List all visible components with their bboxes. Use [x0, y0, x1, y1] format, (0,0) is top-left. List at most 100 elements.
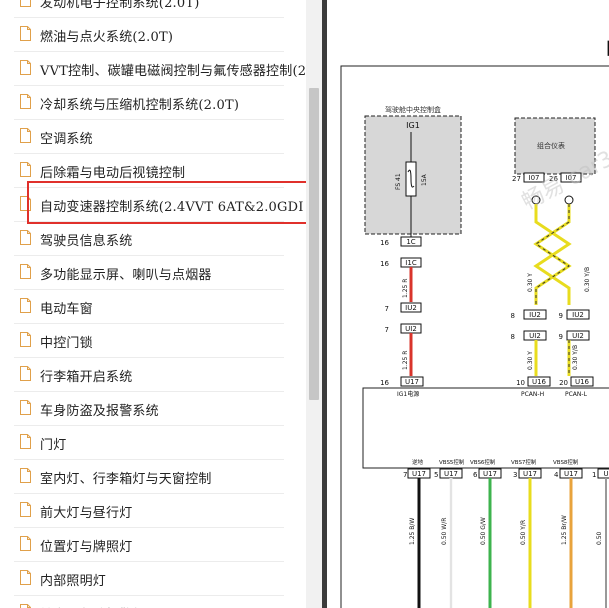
connector-label: U16 [532, 378, 547, 386]
outline-item-label: 驾驶员信息系统 [40, 234, 133, 249]
connector-label: I1C [405, 259, 417, 267]
outline-item-label: 燃油与点火系统(2.0T) [40, 30, 174, 45]
signal-label: 逆地 [412, 458, 424, 466]
connector-label: U17 [405, 378, 419, 386]
pin-number: 7 [403, 471, 407, 479]
connector-label: U17 [564, 470, 578, 478]
document-icon [20, 60, 31, 75]
outline-item[interactable]: 冷却系统与压缩机控制系统(2.0T) [0, 86, 300, 120]
fuse-box-header: IG1 [406, 121, 420, 130]
document-icon [20, 0, 31, 7]
outline-item[interactable]: VVT控制、碳罐电磁阀控制与氟传感器控制(2.0T) [0, 52, 306, 86]
wire-label: 0.50 [596, 531, 603, 545]
divider [14, 595, 284, 596]
connector-label: IU2 [405, 304, 417, 312]
connector-label: U17 [412, 470, 426, 478]
module-pin-label: IG1电源 [397, 390, 419, 398]
wire-label: 0.50 G/W [480, 517, 487, 545]
outline-item[interactable]: 转向与危险报警灯 [0, 596, 300, 608]
document-icon [20, 26, 31, 41]
connector-label: UI2 [572, 332, 584, 340]
divider [14, 255, 284, 256]
divider [14, 493, 284, 494]
outline-item[interactable]: 多功能显示屏、喇叭与点烟器 [0, 256, 300, 290]
outline-item[interactable]: 燃油与点火系统(2.0T) [0, 18, 300, 52]
selected-item-highlight [27, 181, 318, 224]
outline-item-label: VVT控制、碳罐电磁阀控制与氟传感器控制(2.0T) [40, 64, 306, 79]
outline-item-label: 内部照明灯 [40, 574, 107, 589]
fuse-box-title: 驾驶舱中央控制盒 [385, 105, 441, 114]
outline-item-label: 位置灯与牌照灯 [40, 540, 133, 555]
wire-label: 0.30 Y/B [584, 267, 591, 292]
panel-splitter[interactable] [322, 0, 327, 608]
outline-item-label: 后除霜与电动后视镜控制 [40, 166, 186, 181]
outline-item-label: 行李箱开启系统 [40, 370, 133, 385]
tcu-module-box [362, 387, 609, 469]
wire-label: 0.30 Y [527, 351, 534, 370]
wire-label: 0.50 Y/R [520, 520, 527, 545]
connector-label: U16 [575, 378, 590, 386]
divider [14, 323, 284, 324]
pin-number: 10 [516, 379, 525, 387]
outline-item-partial[interactable]: 发动机电子控制系统(2.0T) [0, 0, 300, 18]
fuse-rating: 15A [421, 173, 428, 186]
outline-item-label: 自动变速器控制系统(2.4VVT 6AT&2.0GDI 6AT) [40, 200, 306, 215]
document-icon [20, 570, 31, 585]
outline-item[interactable]: 门灯 [0, 426, 300, 460]
outline-item[interactable]: 行李箱开启系统 [0, 358, 300, 392]
divider [14, 527, 284, 528]
outline-item-label: 中控门锁 [40, 336, 93, 351]
pin-number: 16 [380, 379, 389, 387]
document-icon [20, 468, 31, 483]
document-icon [20, 230, 31, 245]
connector-label: UI2 [405, 325, 417, 333]
wire-label: 1.25 R [402, 279, 409, 298]
signal-label: VBS5控制 [439, 458, 465, 466]
divider [14, 561, 284, 562]
outline-panel: 发动机电子控制系统(2.0T) 燃油与点火系统(2.0T) VVT控制、碳罐电磁阀… [0, 0, 306, 608]
pin-number: 7 [385, 326, 389, 334]
wire-label: 1.25 R [402, 351, 409, 370]
scrollbar-thumb[interactable] [309, 88, 319, 400]
document-icon [20, 434, 31, 449]
divider [14, 17, 284, 18]
wire-label: 1.25 Br/W [561, 515, 568, 545]
divider [14, 51, 284, 52]
outline-item[interactable]: 前大灯与昼行灯 [0, 494, 300, 528]
pin-number: 1 [592, 471, 596, 479]
document-icon [20, 162, 31, 177]
document-viewer[interactable]: 自 驾驶舱中央控制盒 IG1 FS 41 15A 组合仪表 16 1C 16 I… [327, 0, 609, 608]
divider [14, 357, 284, 358]
outline-item[interactable]: 空调系统 [0, 120, 300, 154]
document-icon [20, 502, 31, 517]
outline-item[interactable]: 车身防盗及报警系统 [0, 392, 300, 426]
divider [14, 459, 284, 460]
instrument-cluster-box [514, 117, 596, 175]
connector-label: IU2 [529, 311, 541, 319]
connector-label: I07 [529, 174, 540, 182]
fuse-name: FS 41 [395, 173, 402, 190]
document-icon [20, 298, 31, 313]
connector-label: 1C [406, 238, 415, 246]
outline-item[interactable]: 电动车窗 [0, 290, 300, 324]
outline-item-label: 冷却系统与压缩机控制系统(2.0T) [40, 98, 240, 113]
outline-item[interactable]: 室内灯、行李箱灯与天窗控制 [0, 460, 300, 494]
outline-item[interactable]: 位置灯与牌照灯 [0, 528, 300, 562]
outline-item[interactable]: 内部照明灯 [0, 562, 300, 596]
divider [14, 119, 284, 120]
wire-label: 0.30 Y/B [572, 345, 579, 370]
module-pin-label: PCAN-L [565, 391, 588, 398]
divider [14, 187, 284, 188]
outline-item[interactable]: 后除霜与电动后视镜控制 [0, 154, 300, 188]
connector-label: U17 [483, 470, 497, 478]
pin-number: 5 [434, 471, 438, 479]
outline-item-label: 车身防盗及报警系统 [40, 404, 159, 419]
pin-number: 27 [512, 175, 521, 183]
module-pin-label: PCAN-H [521, 391, 544, 398]
signal-label: VBS7控制 [511, 458, 537, 466]
outline-item[interactable]: 中控门锁 [0, 324, 300, 358]
outline-item-label: 门灯 [40, 438, 67, 453]
pin-number: 9 [559, 312, 563, 320]
outline-item[interactable]: 驾驶员信息系统 [0, 222, 300, 256]
wire-label: 1.25 B/W [409, 518, 416, 545]
